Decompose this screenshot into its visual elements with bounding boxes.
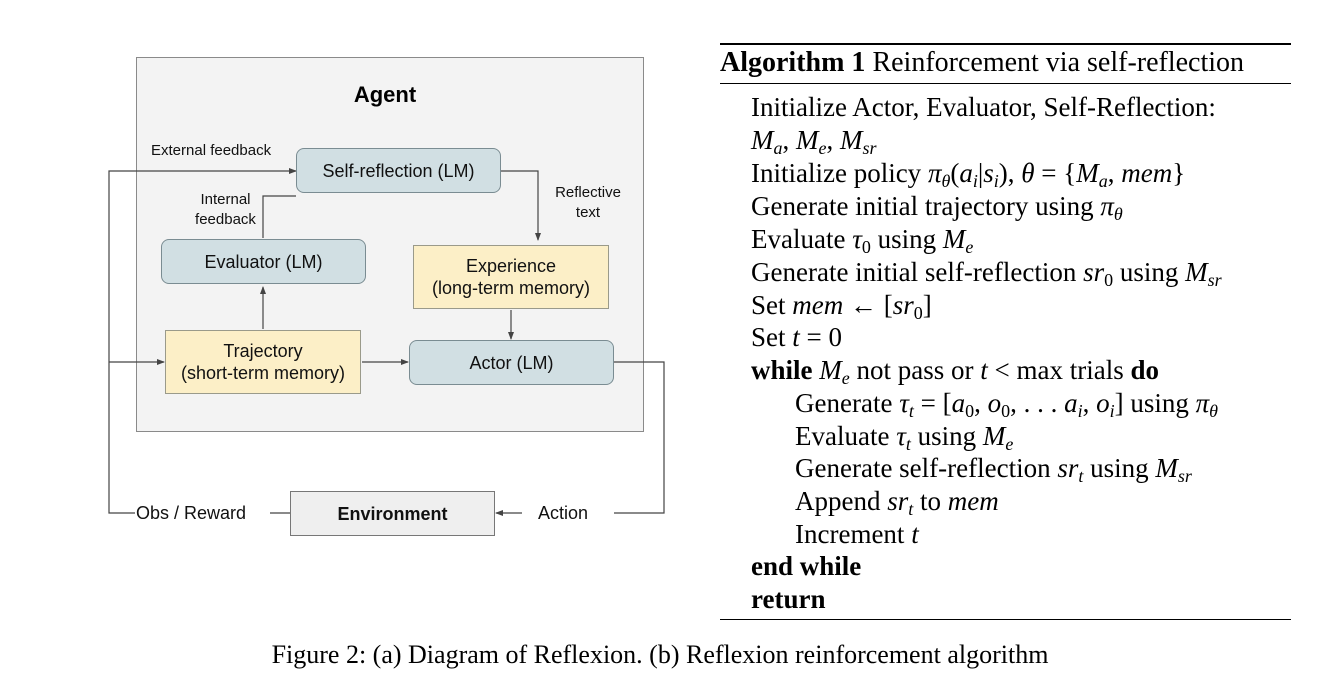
algorithm-line-15: end while bbox=[751, 551, 862, 581]
self-reflection-box: Self-reflection (LM) bbox=[296, 148, 501, 193]
figure-caption: Figure 2: (a) Diagram of Reflexion. (b) … bbox=[271, 640, 1049, 669]
algorithm-line-16: return bbox=[751, 584, 826, 614]
algorithm-line-1: Initialize Actor, Evaluator, Self-Reflec… bbox=[751, 92, 1216, 122]
environment-box: Environment bbox=[290, 491, 495, 536]
actor-label: Actor (LM) bbox=[469, 352, 554, 373]
internal-feedback-label-line1: Internal bbox=[200, 191, 251, 208]
algorithm-line-8: Set t = 0 bbox=[751, 322, 843, 352]
reflective-text-label-line1: Reflective bbox=[555, 184, 621, 201]
algorithm-title: Reinforcement via self-reflection bbox=[872, 47, 1245, 78]
reflective-text-label: Reflective text bbox=[548, 183, 628, 223]
algorithm-label: Algorithm 1 bbox=[720, 47, 866, 78]
experience-label-line1: Experience bbox=[465, 256, 557, 276]
algorithm-bottom-rule bbox=[720, 619, 1291, 620]
experience-box: Experience (long-term memory) bbox=[413, 245, 609, 309]
algorithm-line-11: Evaluate τt using Me bbox=[795, 421, 1014, 454]
algorithm-line-13: Append srt to mem bbox=[795, 486, 999, 519]
evaluator-label: Evaluator (LM) bbox=[204, 251, 323, 272]
obs-reward-arrow bbox=[108, 168, 297, 514]
algorithm-line-2: Ma, Me, Msr bbox=[751, 125, 877, 158]
self-reflection-label: Self-reflection (LM) bbox=[322, 160, 475, 181]
algorithm-line-6: Generate initial self-reflection sr0 usi… bbox=[751, 257, 1222, 290]
algorithm-line-12: Generate self-reflection srt using Msr bbox=[795, 453, 1192, 486]
action-out-line bbox=[614, 361, 665, 514]
evaluator-box: Evaluator (LM) bbox=[161, 239, 366, 284]
reflexion-diagram: Agent bbox=[0, 0, 700, 620]
trajectory-label-line2: (short-term memory) bbox=[180, 363, 345, 383]
diagram-connectors bbox=[108, 168, 665, 516]
actor-box: Actor (LM) bbox=[409, 340, 614, 385]
algorithm-top-rule bbox=[720, 43, 1291, 45]
reflective-text-arrow bbox=[500, 170, 541, 241]
action-label: Action bbox=[538, 503, 589, 523]
environment-label: Environment bbox=[337, 503, 448, 524]
internal-feedback-label-line2: feedback bbox=[195, 211, 256, 228]
external-feedback-label: External feedback bbox=[151, 142, 272, 159]
obs-reward-label: Obs / Reward bbox=[136, 503, 247, 523]
experience-label-line2: (long-term memory) bbox=[431, 278, 591, 298]
algorithm-line-7: Set mem ← [sr0] bbox=[751, 290, 932, 323]
algorithm-line-9: while Me not pass or t < max trials do bbox=[751, 355, 1160, 388]
agent-title: Agent bbox=[353, 82, 417, 107]
trajectory-box: Trajectory (short-term memory) bbox=[165, 330, 361, 394]
internal-feedback-arrow bbox=[262, 195, 296, 238]
algorithm-mid-rule bbox=[720, 83, 1291, 84]
trajectory-label-line1: Trajectory bbox=[223, 341, 303, 361]
algorithm-line-14: Increment t bbox=[795, 519, 919, 549]
algorithm-header: Algorithm 1 Reinforcement via self-refle… bbox=[720, 47, 1244, 79]
algorithm-line-3: Initialize policy πθ(ai|si), θ = {Ma, me… bbox=[751, 158, 1186, 191]
algorithm-line-10: Generate τt = [a0, o0, . . . ai, oi] usi… bbox=[795, 388, 1218, 421]
internal-feedback-label: Internal feedback bbox=[188, 190, 263, 230]
algorithm-line-5: Evaluate τ0 using Me bbox=[751, 224, 974, 257]
algorithm-line-4: Generate initial trajectory using πθ bbox=[751, 191, 1123, 224]
reflective-text-label-line2: text bbox=[575, 204, 601, 221]
